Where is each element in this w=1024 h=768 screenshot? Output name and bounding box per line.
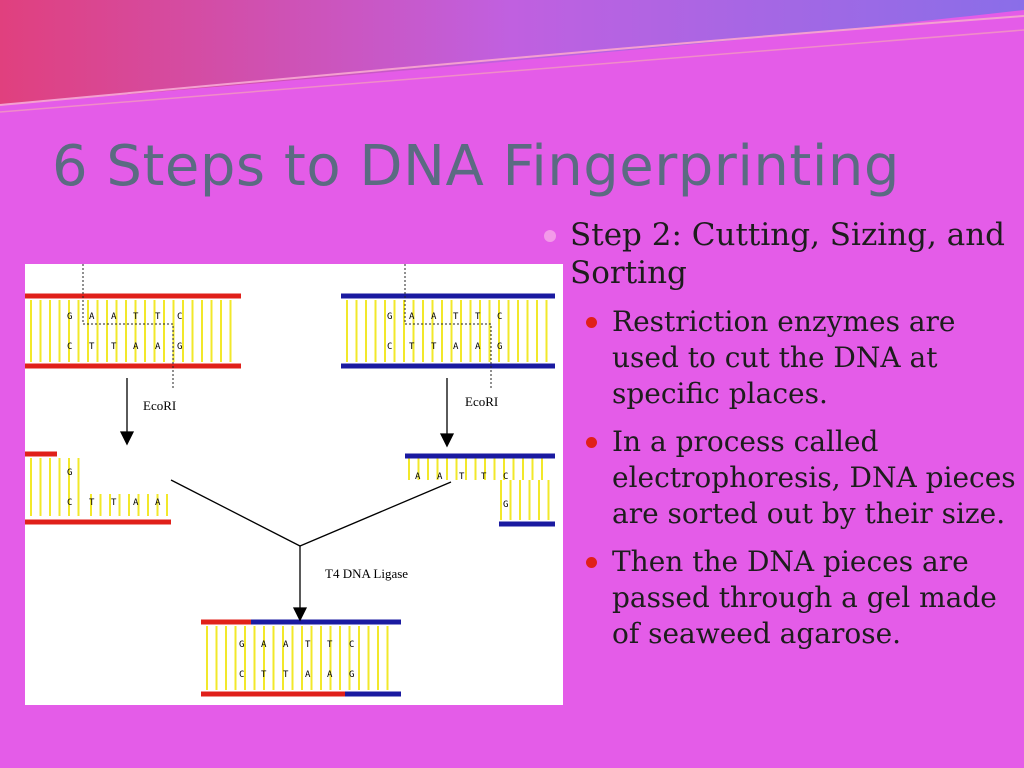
join-line — [170, 479, 301, 547]
bullet-main: Step 2: Cutting, Sizing, and Sorting — [540, 216, 1020, 292]
base-letter: A — [155, 498, 161, 508]
cut-line — [404, 264, 492, 390]
base-letter: A — [415, 472, 421, 482]
base-letter: A — [431, 312, 437, 322]
enzyme-label-left: EcoRI — [143, 398, 176, 413]
base-letter: A — [327, 670, 333, 680]
arrow-head — [292, 607, 308, 622]
base-letter: C — [497, 312, 502, 322]
base-letter: G — [503, 500, 508, 510]
sub-bullet-text: In a process called electrophoresis, DNA… — [612, 425, 1016, 530]
base-letter: A — [437, 472, 443, 482]
base-letter: A — [89, 312, 95, 322]
sub-bullet: Restriction enzymes are used to cut the … — [540, 304, 1020, 412]
dna-strands — [25, 293, 555, 697]
cut-line — [82, 264, 174, 390]
base-letter: G — [349, 670, 354, 680]
base-letters: G A A T T C C T T A A G G A A T T C C T T A A G G C T T A A A A T T C G G A A T… — [67, 312, 508, 680]
base-letter: A — [409, 312, 415, 322]
base-letter: G — [497, 342, 502, 352]
base-letter: T — [155, 312, 161, 322]
base-letter: T — [453, 312, 459, 322]
base-letter: G — [387, 312, 392, 322]
base-letter: C — [349, 640, 354, 650]
base-letter: C — [67, 342, 72, 352]
base-letter: A — [453, 342, 459, 352]
bullet-list: Step 2: Cutting, Sizing, and Sorting Res… — [540, 216, 1020, 652]
base-letter: T — [89, 342, 95, 352]
base-letter: G — [239, 640, 244, 650]
base-letter: A — [261, 640, 267, 650]
slide-title: 6 Steps to DNA Fingerprinting — [52, 134, 900, 199]
dna-ligation-diagram: G A A T T C C T T A A G G A A T T C C T T A A G G C T T A A A A T T C G G A A T… — [25, 264, 563, 705]
bullet-dot-icon — [586, 557, 597, 568]
base-letter: T — [133, 312, 139, 322]
diagram-background — [25, 264, 563, 705]
sub-bullet-text: Restriction enzymes are used to cut the … — [612, 305, 956, 410]
sub-bullet: In a process called electrophoresis, DNA… — [540, 424, 1020, 532]
base-letter: G — [67, 312, 72, 322]
base-letter: A — [111, 312, 117, 322]
base-letter: C — [387, 342, 392, 352]
base-letter: T — [459, 472, 465, 482]
sub-bullet: Then the DNA pieces are passed through a… — [540, 544, 1020, 652]
base-letter: A — [133, 342, 139, 352]
ligase-label: T4 DNA Ligase — [325, 566, 408, 581]
base-letter: T — [111, 498, 117, 508]
base-letter: A — [133, 498, 139, 508]
bullet-dot-icon — [586, 317, 597, 328]
base-letter: T — [409, 342, 415, 352]
base-letter: T — [111, 342, 117, 352]
base-pair-rungs — [30, 300, 550, 690]
base-letter: T — [89, 498, 95, 508]
base-letter: T — [283, 670, 289, 680]
arrows — [119, 378, 455, 622]
enzyme-label-right: EcoRI — [465, 394, 498, 409]
base-letter: C — [503, 472, 508, 482]
base-letter: T — [327, 640, 333, 650]
arrow-head — [439, 433, 455, 448]
base-letter: A — [155, 342, 161, 352]
bullet-main-text: Step 2: Cutting, Sizing, and Sorting — [570, 217, 1005, 291]
base-letter: C — [177, 312, 182, 322]
arrow-head — [119, 431, 135, 446]
header-decoration — [0, 0, 1024, 113]
base-letter: T — [481, 472, 487, 482]
cut-site-lines — [82, 264, 492, 390]
base-letter: T — [305, 640, 311, 650]
base-letter: A — [475, 342, 481, 352]
bullet-dot-icon — [544, 230, 556, 242]
join-line — [299, 481, 452, 547]
base-letter: C — [67, 498, 72, 508]
base-letter: A — [283, 640, 289, 650]
base-letter: T — [261, 670, 267, 680]
base-letter: C — [239, 670, 244, 680]
bullet-dot-icon — [586, 437, 597, 448]
base-letter: G — [67, 468, 72, 478]
base-letter: A — [305, 670, 311, 680]
base-letter: T — [431, 342, 437, 352]
base-letter: G — [177, 342, 182, 352]
base-letter: T — [475, 312, 481, 322]
sub-bullet-text: Then the DNA pieces are passed through a… — [612, 545, 997, 650]
